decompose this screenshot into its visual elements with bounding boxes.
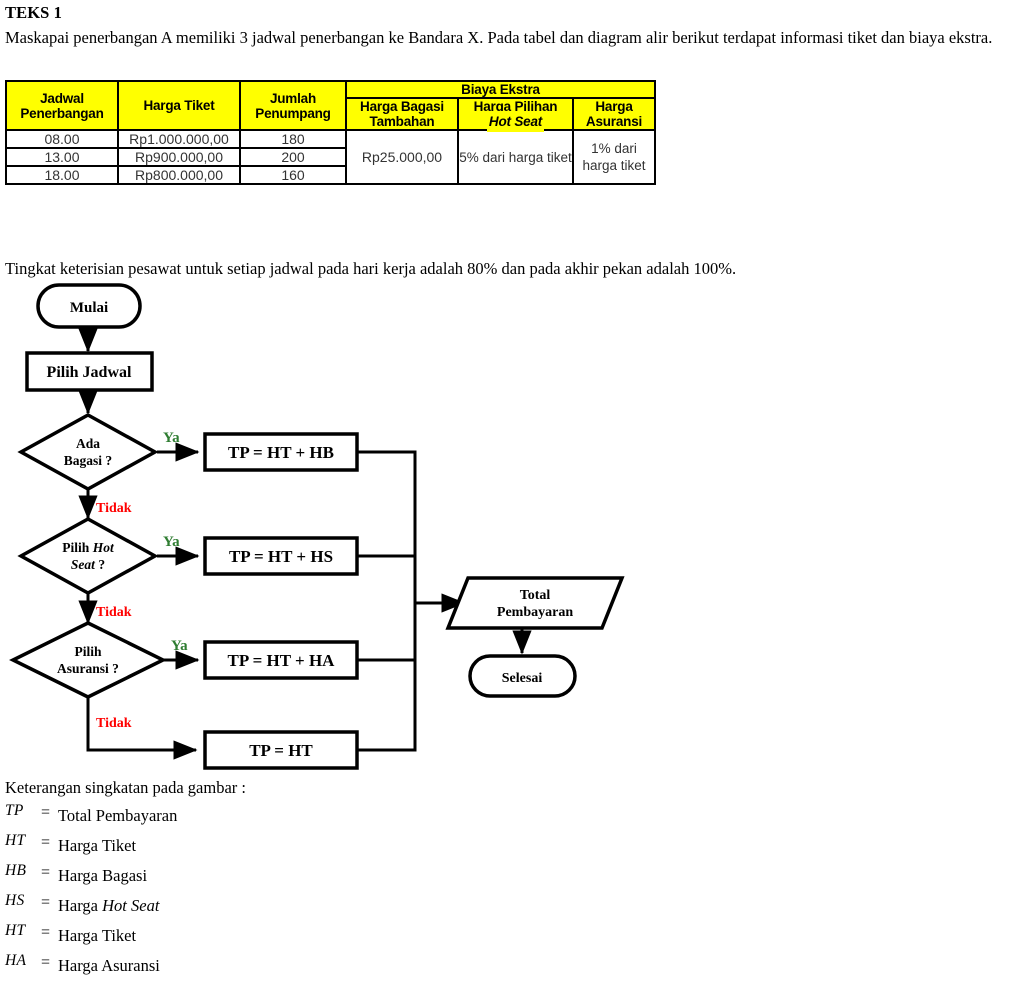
legend-equals: = xyxy=(41,864,51,881)
intro-paragraph: Maskapai penerbangan A memiliki 3 jadwal… xyxy=(5,28,993,47)
decision-baggage-line1: Ada xyxy=(76,436,100,451)
process-hotseat-label: TP = HT + HS xyxy=(229,547,333,566)
legend-equals: = xyxy=(41,834,51,851)
occupancy-note: Tingkat keterisian pesawat untuk setiap … xyxy=(5,259,737,278)
cell-ticket-price-1: Rp1.000.000,00 xyxy=(117,129,241,149)
decision-insurance-shape xyxy=(9,621,167,699)
header-extra-baggage: Harga Bagasi Tambahan xyxy=(345,97,459,131)
table-header-row-2: Harga Bagasi Tambahan Harga Pilihan Hot … xyxy=(6,97,656,132)
header-passengers: Jumlah Penumpang xyxy=(239,80,347,131)
cell-passengers-1: 180 xyxy=(239,129,347,149)
header-insurance: Harga Asuransi xyxy=(572,97,656,131)
edge-label-no-baggage: Tidak xyxy=(96,501,132,516)
legend-definition-prefix: Harga xyxy=(58,896,103,915)
legend-equals: = xyxy=(41,804,51,821)
process-select-schedule-shape xyxy=(25,351,154,392)
legend-definition: Total Pembayaran xyxy=(58,806,178,825)
decision-baggage-shape xyxy=(17,413,159,491)
legend-item: HA = Harga Asuransi xyxy=(5,950,425,980)
decision-hotseat-text-a: Pilih xyxy=(62,540,92,555)
legend-item: HT = Harga Tiket xyxy=(5,920,425,950)
table-row: 13.00 Rp900.000,00 200 xyxy=(5,147,655,167)
cell-ticket-price-2: Rp900.000,00 xyxy=(117,147,241,167)
terminator-end-label: Selesai xyxy=(502,671,543,686)
terminator-end-shape xyxy=(468,654,577,698)
decision-hotseat-text-d: ? xyxy=(95,557,105,572)
output-total-payment-line2: Pembayaran xyxy=(497,605,573,620)
process-insurance-shape xyxy=(203,640,359,680)
arrow-insurance-no xyxy=(86,697,198,760)
edge-label-no-hotseat: Tidak xyxy=(96,605,132,620)
legend-definition: Harga Bagasi xyxy=(58,866,148,885)
header-ticket-price: Harga Tiket xyxy=(117,80,241,131)
table-row: 08.00 Rp1.000.000,00 180 Rp25.000,00 5% … xyxy=(5,129,656,185)
process-hotseat-shape xyxy=(203,536,359,576)
edge-label-yes-hotseat: Ya xyxy=(163,534,180,550)
terminator-start-label: Mulai xyxy=(70,300,108,316)
output-total-payment-line1: Total xyxy=(520,588,551,603)
legend-definition: Harga Tiket xyxy=(58,836,137,855)
bus-line-outer xyxy=(357,450,417,752)
cell-extra-baggage: Rp25.000,00 xyxy=(345,129,459,185)
terminator-start-shape xyxy=(36,283,142,329)
header-hot-seat: Harga Pilihan Hot Seat xyxy=(457,97,574,132)
process-base-shape xyxy=(203,730,359,770)
table-header-row-1: Jadwal Penerbangan Harga Tiket Jumlah Pe… xyxy=(5,80,656,131)
legend-item: TP = Total Pembayaran xyxy=(5,800,425,830)
legend-item: HT = Harga Tiket xyxy=(5,830,425,860)
header-hot-seat-prefix: Harga Pilihan xyxy=(473,99,558,114)
legend-definition: Harga Hot Seat xyxy=(58,896,159,916)
cell-schedule-3: 18.00 xyxy=(5,165,119,185)
legend-equals: = xyxy=(41,954,51,971)
decision-hotseat-line2: Seat ? xyxy=(71,557,105,572)
legend-abbr: HB xyxy=(5,862,27,879)
process-select-schedule-label: Pilih Jadwal xyxy=(47,364,132,381)
legend-item: HB = Harga Bagasi xyxy=(5,860,425,890)
legend-definition: Harga Tiket xyxy=(58,926,137,945)
decision-hotseat-line1: Pilih Hot xyxy=(62,540,115,555)
cell-insurance: 1% dari harga tiket xyxy=(572,129,656,185)
cell-ticket-price-3: Rp800.000,00 xyxy=(117,165,241,185)
decision-hotseat-text-b: Hot xyxy=(92,540,115,555)
edge-label-no-insurance: Tidak xyxy=(96,716,132,731)
legend-definition: Harga Asuransi xyxy=(58,956,160,975)
flight-info-table: Jadwal Penerbangan Harga Tiket Jumlah Pe… xyxy=(5,80,656,185)
process-insurance-label: TP = HT + HA xyxy=(228,651,336,670)
legend-abbr: HA xyxy=(5,952,27,969)
cell-schedule-2: 13.00 xyxy=(5,147,119,167)
decision-insurance-line2: Asuransi ? xyxy=(57,661,119,676)
header-hot-seat-italic: Hot Seat xyxy=(486,111,545,132)
decision-insurance-line1: Pilih xyxy=(74,644,101,659)
legend-item: HS = Harga Hot Seat xyxy=(5,890,425,920)
edge-label-yes-insurance: Ya xyxy=(171,638,188,654)
legend-title: Keterangan singkatan pada gambar : xyxy=(5,778,246,797)
output-total-payment-shape xyxy=(445,576,625,630)
abbreviation-legend: TP = Total Pembayaran HT = Harga Tiket H… xyxy=(5,800,425,980)
legend-abbr: HS xyxy=(5,892,25,909)
cell-passengers-2: 200 xyxy=(239,147,347,167)
table-row: 18.00 Rp800.000,00 160 xyxy=(5,165,655,185)
page-title: TEKS 1 xyxy=(5,3,62,22)
legend-abbr: HT xyxy=(5,922,26,939)
legend-equals: = xyxy=(41,924,51,941)
cell-passengers-3: 160 xyxy=(239,165,347,185)
legend-definition-italic: Hot Seat xyxy=(102,896,160,915)
header-schedule: Jadwal Penerbangan xyxy=(5,80,119,131)
decision-hotseat-text-c: Seat xyxy=(71,557,96,572)
process-base-label: TP = HT xyxy=(249,741,313,760)
process-baggage-shape xyxy=(203,432,359,472)
cell-schedule-1: 08.00 xyxy=(5,129,119,149)
process-baggage-label: TP = HT + HB xyxy=(228,443,334,462)
flowchart: Mulai Pilih Jadwal Ada Bagasi ? Pilih Ho… xyxy=(0,275,700,785)
legend-equals: = xyxy=(41,894,51,911)
header-extra-costs-group: Biaya Ekstra xyxy=(345,80,656,99)
legend-abbr: HT xyxy=(5,832,26,849)
edge-label-yes-baggage: Ya xyxy=(163,430,180,446)
decision-baggage-line2: Bagasi ? xyxy=(64,453,112,468)
cell-hot-seat: 5% dari harga tiket xyxy=(457,129,574,185)
legend-abbr: TP xyxy=(5,802,24,819)
decision-hotseat-shape xyxy=(17,517,159,595)
